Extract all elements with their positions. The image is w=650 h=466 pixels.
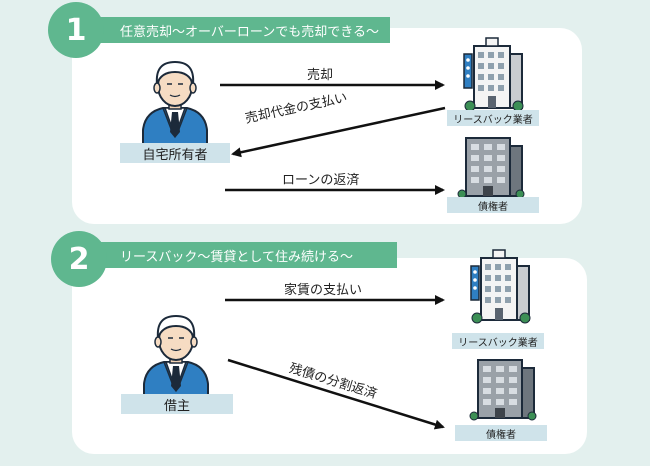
section2-leaseback-company-icon: [470, 249, 531, 324]
section2-tenant-icon: [143, 315, 209, 405]
section2-title: リースバック〜賃貸として住み続ける〜: [72, 242, 397, 268]
section1-title: 任意売却〜オーバーローンでも売却できる〜: [72, 17, 390, 43]
section1-company-label: リースバック業者: [447, 110, 539, 126]
section2-number-badge: 2: [51, 231, 107, 287]
section1-number-badge: 1: [48, 2, 104, 58]
section2-creditor-icon: [469, 359, 537, 421]
arrow-installment: [227, 358, 445, 430]
arrow-sell-label: 売却: [307, 68, 334, 83]
arrow-rent-label: 家賃の支払い: [284, 283, 363, 298]
section1-owner-label: 自宅所有者: [120, 143, 230, 163]
arrow-loan-repay-label: ローンの返済: [282, 173, 360, 188]
section2-creditor-label: 債権者: [455, 425, 547, 441]
section2-company-label: リースバック業者: [452, 333, 544, 349]
section1-creditor-icon: [457, 137, 525, 199]
section2-tenant-label: 借主: [121, 394, 233, 414]
section1-owner-icon: [142, 61, 208, 151]
section1-leaseback-company-icon: [463, 37, 524, 112]
arrow-payment: [231, 106, 446, 158]
section1-creditor-label: 債権者: [447, 197, 539, 213]
